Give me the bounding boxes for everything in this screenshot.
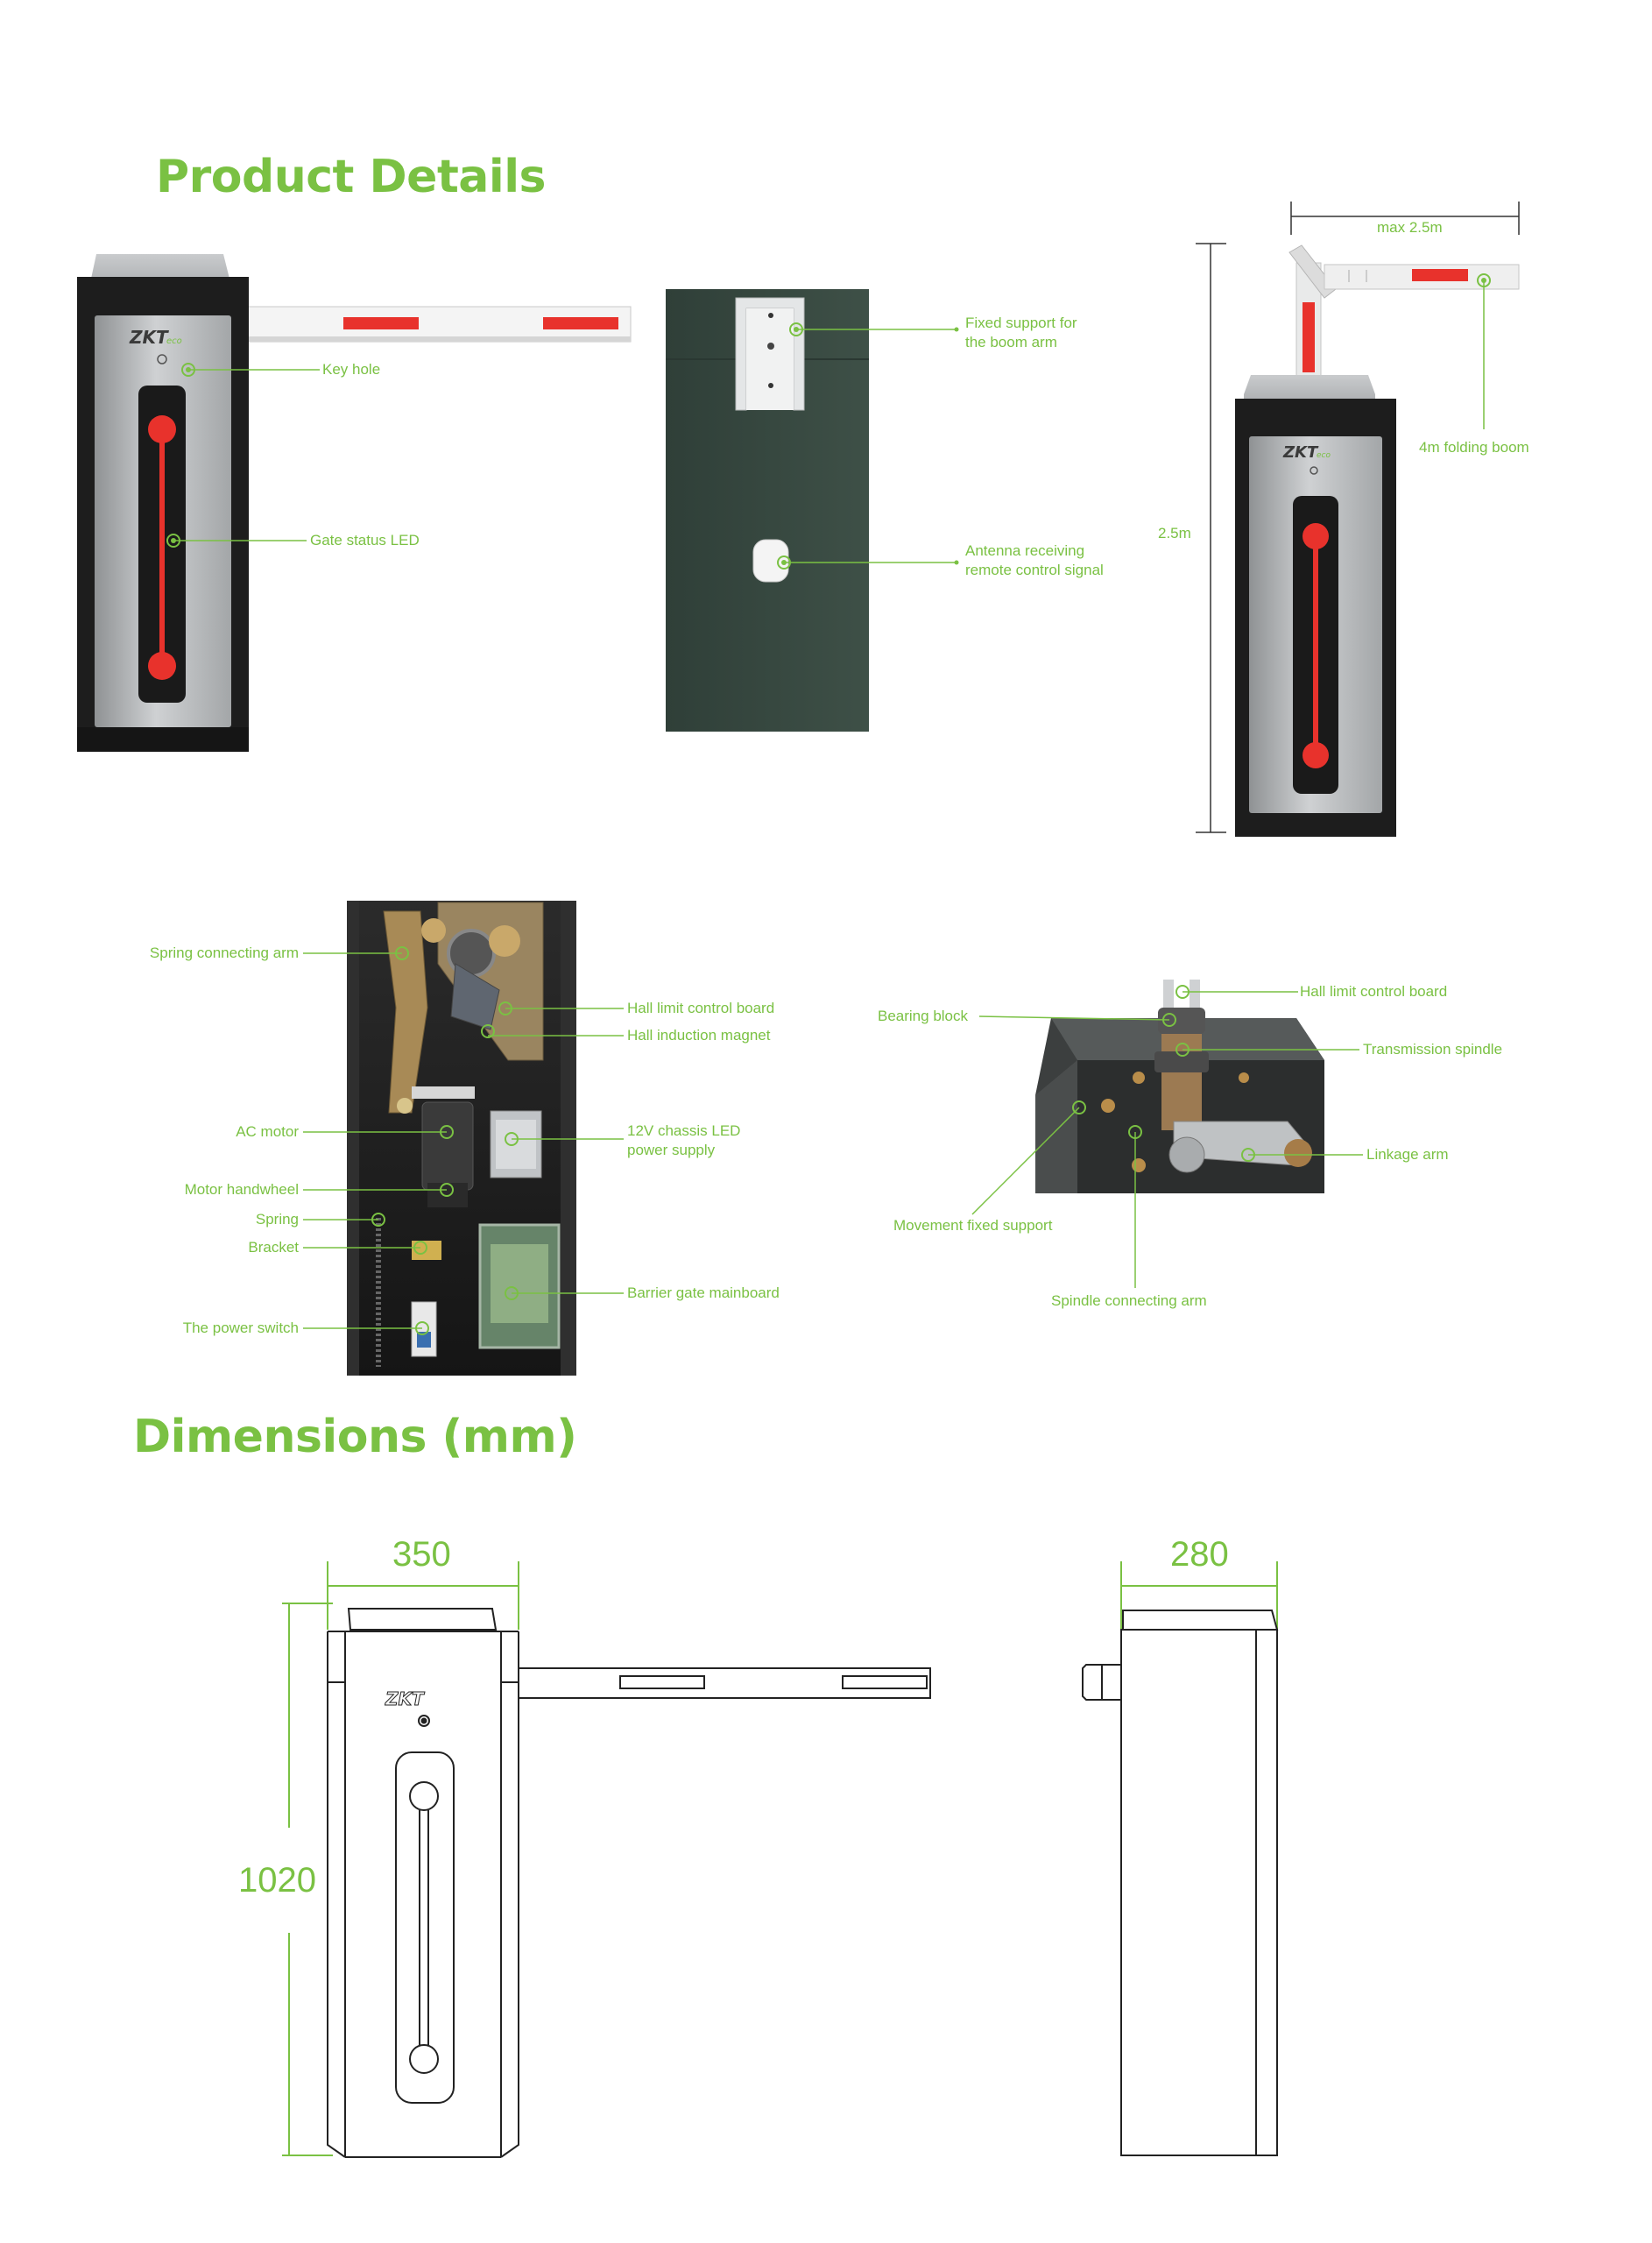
callout-led-power-line2: power supply bbox=[627, 1142, 716, 1158]
callout-antenna-line2: remote control signal bbox=[965, 562, 1104, 578]
callout-bracket: Bracket bbox=[248, 1239, 299, 1256]
callout-fixed-support-line1: Fixed support for bbox=[965, 315, 1077, 331]
dim-height: 1020 bbox=[238, 1861, 316, 1900]
barrier-cabinet-front-photo: ZKT eco bbox=[77, 254, 632, 752]
transmission-mechanism-photo bbox=[971, 980, 1363, 1288]
dim-max-span: max 2.5m bbox=[1377, 219, 1443, 236]
callout-fixed-support-line2: the boom arm bbox=[965, 334, 1057, 350]
callout-hall-limit-board-a: Hall limit control board bbox=[627, 1000, 775, 1016]
dimension-drawing-side bbox=[1082, 1561, 1279, 2156]
cabinet-side-panel-photo bbox=[666, 289, 959, 732]
callout-folding-boom: 4m folding boom bbox=[1419, 439, 1529, 456]
callout-key-hole: Key hole bbox=[322, 361, 381, 378]
key-hole-icon bbox=[157, 354, 167, 364]
dim-width-front: 350 bbox=[392, 1535, 451, 1574]
callout-gate-status-led: Gate status LED bbox=[310, 532, 420, 548]
callout-antenna: Antenna receiving remote control signal bbox=[965, 541, 1104, 580]
callout-transmission-spindle: Transmission spindle bbox=[1363, 1041, 1503, 1058]
brand-logo-2: ZKT bbox=[1282, 443, 1319, 462]
callout-motor-handwheel: Motor handwheel bbox=[184, 1181, 299, 1198]
callout-ac-motor: AC motor bbox=[236, 1123, 299, 1140]
callout-spring-connecting-arm: Spring connecting arm bbox=[149, 945, 299, 961]
callout-led-power-supply: 12V chassis LED power supply bbox=[627, 1122, 740, 1160]
dimension-drawing-front bbox=[282, 1561, 931, 2158]
callout-spring: Spring bbox=[255, 1211, 299, 1228]
cabinet-interior-photo bbox=[303, 901, 624, 1376]
callout-linkage-arm: Linkage arm bbox=[1366, 1146, 1449, 1163]
callout-hall-limit-board-b: Hall limit control board bbox=[1300, 983, 1448, 1000]
dim-width-side: 280 bbox=[1170, 1535, 1229, 1574]
callout-movement-fixed-support: Movement fixed support bbox=[893, 1217, 1053, 1234]
callout-bearing-block: Bearing block bbox=[878, 1008, 969, 1024]
section-title-dimensions: Dimensions (mm) bbox=[133, 1411, 577, 1463]
callout-mainboard: Barrier gate mainboard bbox=[627, 1284, 780, 1301]
svg-text:eco: eco bbox=[166, 336, 182, 346]
brand-logo-1: ZKT bbox=[129, 327, 169, 348]
callout-hall-induction-magnet: Hall induction magnet bbox=[627, 1027, 771, 1044]
callout-fixed-support: Fixed support for the boom arm bbox=[965, 314, 1077, 352]
dim-height-2-5m: 2.5m bbox=[1158, 525, 1191, 541]
callout-antenna-line1: Antenna receiving bbox=[965, 542, 1085, 559]
brand-logo-drawing: ZKT bbox=[385, 1688, 425, 1709]
barrier-cabinet-folding-boom-photo: ZKT eco bbox=[1196, 202, 1520, 837]
callout-power-switch: The power switch bbox=[182, 1320, 299, 1336]
svg-text:eco: eco bbox=[1317, 451, 1331, 460]
callout-spindle-connecting-arm: Spindle connecting arm bbox=[1051, 1292, 1207, 1309]
section-title-product-details: Product Details bbox=[156, 151, 547, 203]
callout-led-power-line1: 12V chassis LED bbox=[627, 1122, 741, 1139]
